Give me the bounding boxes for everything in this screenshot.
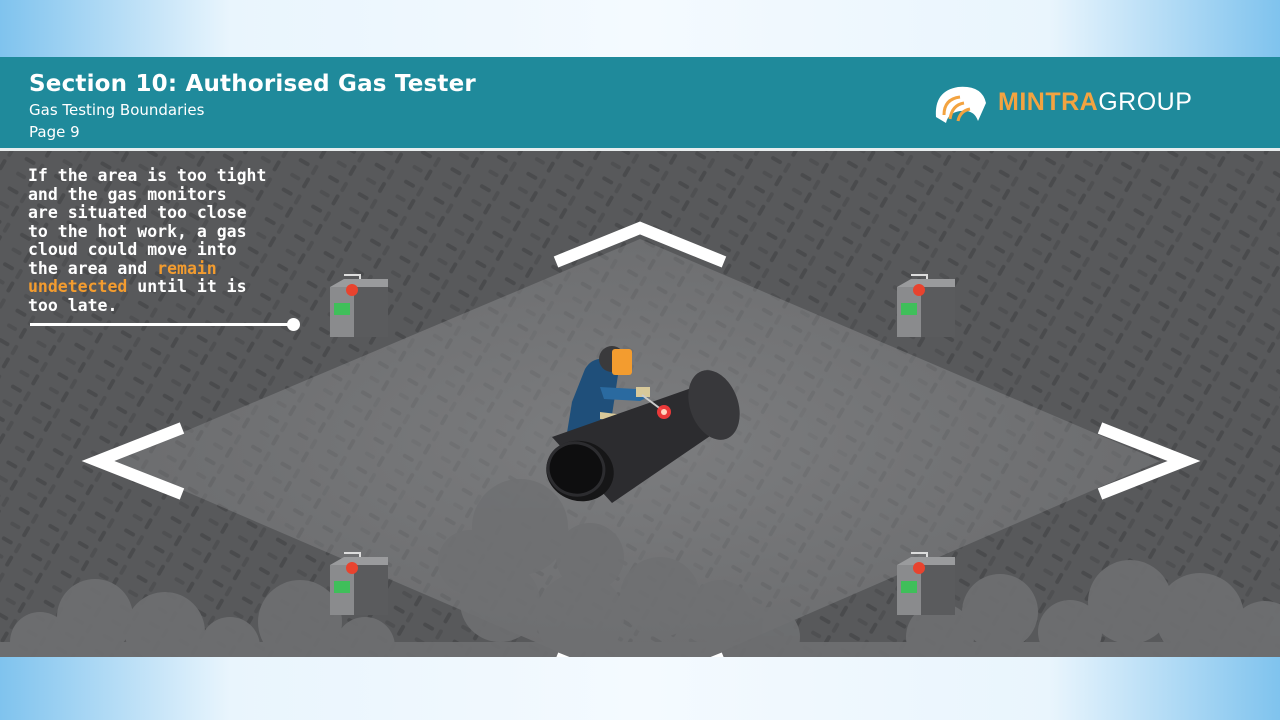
brand-name: MINTRAGROUP: [998, 88, 1193, 116]
narration-line: and the gas monitors: [28, 184, 227, 204]
gas-monitor-icon: [330, 274, 388, 337]
mintra-logo-mark-icon: [935, 86, 986, 123]
narration-line: cloud could move into: [28, 240, 237, 259]
gas-monitor-icon: [897, 274, 955, 337]
gas-monitor-icon: [330, 552, 388, 615]
gas-monitor-icon: [897, 552, 955, 615]
text-underline-rule: [30, 323, 294, 326]
slide: Section 10: Authorised Gas Tester Gas Te…: [0, 57, 1280, 657]
highlight-remain: remain: [157, 258, 217, 278]
gas-cloud-icon: [0, 479, 1280, 657]
narration-line: If the area is too tight: [28, 166, 267, 185]
boundary-corner-right: [1097, 422, 1201, 500]
boundary-corner-left: [81, 422, 185, 500]
pipe-icon: [546, 370, 740, 503]
narration-line: are situated too close: [28, 203, 247, 222]
narration-line: the area and remain: [28, 258, 217, 278]
narration-line: undetected until it is: [28, 277, 247, 296]
narration-line: too late.: [28, 295, 118, 315]
narration-line: to the hot work, a gas: [28, 221, 247, 241]
hot-work-scene: [0, 151, 1280, 657]
header-divider: [0, 148, 1280, 151]
subtitle: Gas Testing Boundaries: [29, 101, 205, 119]
header-bar: Section 10: Authorised Gas Tester Gas Te…: [0, 57, 1280, 148]
text-rule-knob: [287, 318, 300, 331]
page-number: Page 9: [29, 123, 80, 141]
highlight-undetected: undetected: [28, 277, 128, 296]
boundary-corner-top: [553, 221, 727, 268]
narration-text: If the area is too tight and the gas mon…: [28, 166, 328, 315]
section-title: Section 10: Authorised Gas Tester: [29, 71, 476, 97]
